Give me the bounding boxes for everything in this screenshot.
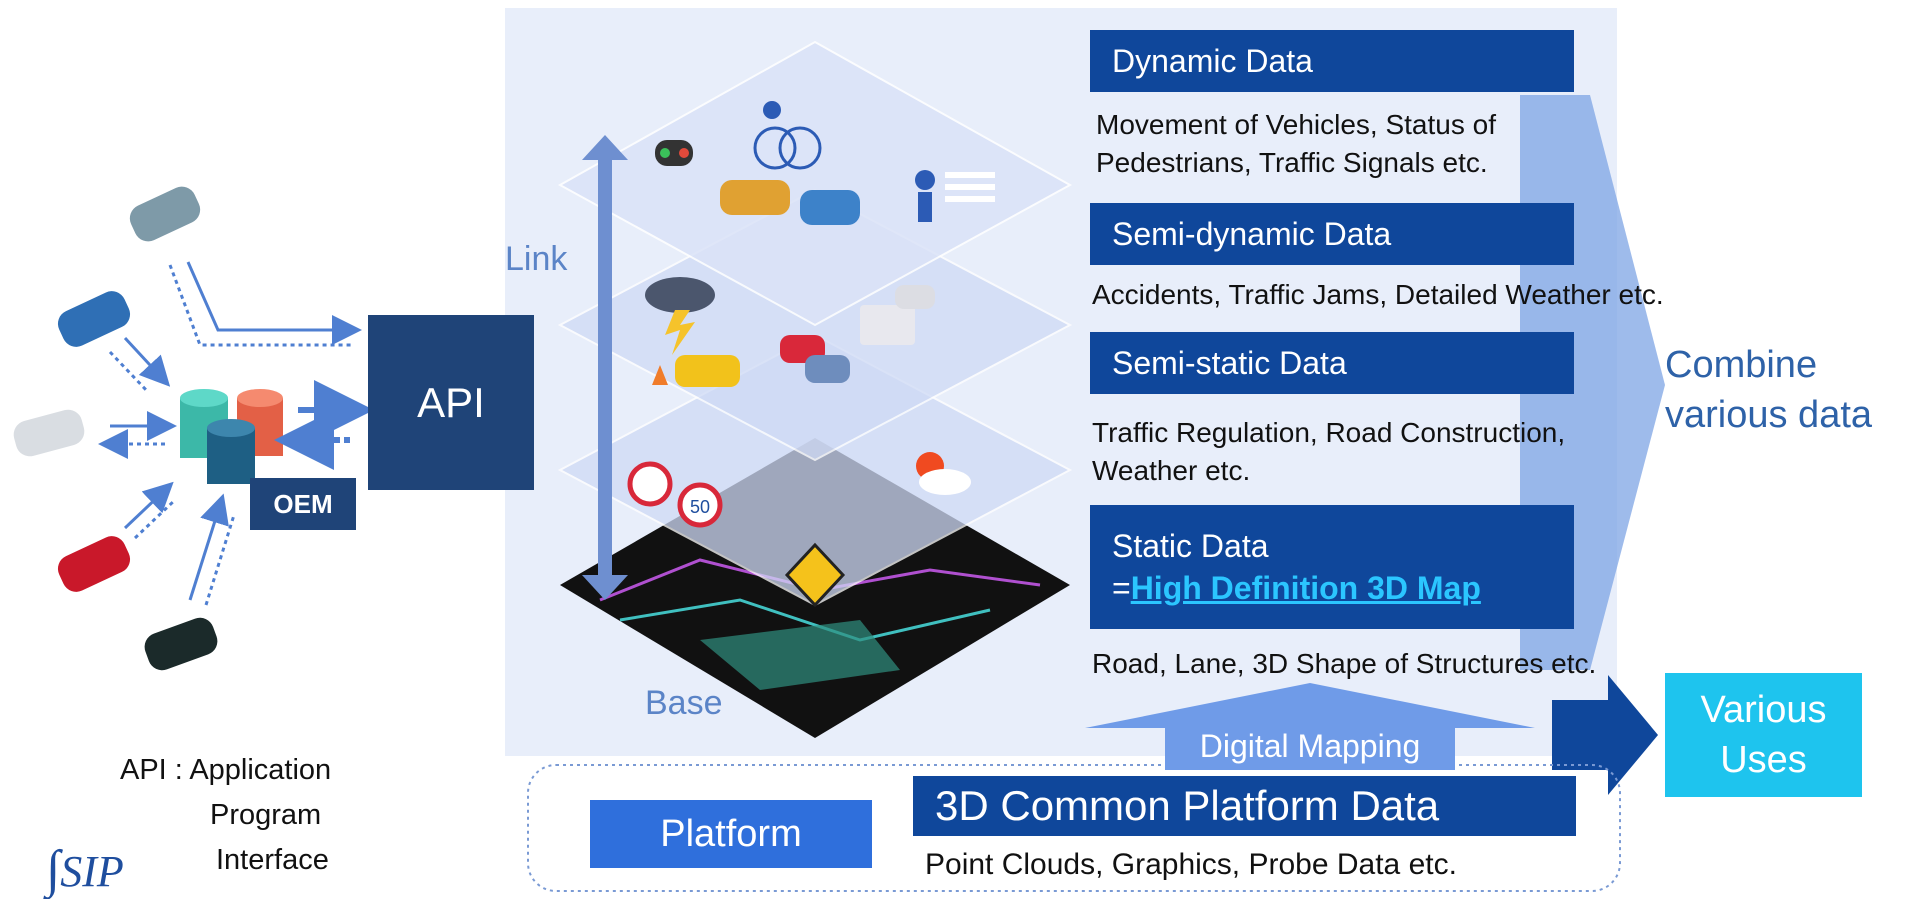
static-data-prefix: = — [1112, 570, 1131, 606]
dynamic-data-desc-line2: Pedestrians, Traffic Signals etc. — [1096, 147, 1488, 178]
various-uses-box: Various Uses — [1665, 673, 1862, 797]
oem-badge: OEM — [250, 478, 356, 530]
database-icon — [180, 389, 283, 484]
cloud-icon — [919, 469, 971, 495]
no-overtaking-sign-icon — [627, 461, 673, 507]
accident-car-icon — [675, 355, 740, 387]
vehicle-icons — [13, 186, 218, 671]
platform-label: Platform — [590, 800, 872, 868]
bicycle-icon — [753, 126, 797, 170]
api-box: API — [368, 315, 534, 490]
base-label: Base — [645, 684, 723, 722]
semi-dynamic-data-desc: Accidents, Traffic Jams, Detailed Weathe… — [1092, 279, 1664, 310]
combine-label: Combine various data — [1665, 340, 1872, 440]
link-arrow-up — [582, 135, 628, 160]
crosswalk-icon — [945, 172, 995, 202]
semi-static-data-desc-line2: Weather etc. — [1092, 455, 1251, 486]
dynamic-data-header: Dynamic Data — [1090, 30, 1574, 92]
combine-line2: various data — [1665, 394, 1873, 436]
static-data-title: Static Data — [1112, 528, 1269, 564]
dynamic-data-desc-line1: Movement of Vehicles, Status of — [1096, 109, 1496, 140]
dynamic-data-desc: Movement of Vehicles, Status of Pedestri… — [1096, 106, 1496, 182]
car-icon — [720, 180, 790, 215]
dynamic-layer — [557, 40, 1073, 327]
semi-static-data-header: Semi-static Data — [1090, 332, 1574, 394]
common-platform-desc: Point Clouds, Graphics, Probe Data etc. — [925, 848, 1457, 881]
combine-line1: Combine — [1665, 344, 1818, 386]
svg-text:50: 50 — [690, 497, 710, 517]
platform-frame — [527, 764, 1621, 892]
api-note-line3: Interface — [216, 844, 329, 876]
road-surface — [700, 620, 900, 690]
common-platform-header: 3D Common Platform Data — [913, 776, 1576, 836]
api-note: API : Application Program Interface — [120, 748, 331, 883]
speed-limit-sign-icon — [677, 482, 723, 528]
data-flow-arrows — [98, 261, 374, 606]
api-note-line1: API : Application — [120, 754, 332, 786]
construction-sign-icon — [784, 542, 846, 608]
various-uses-line1: Various — [1700, 689, 1827, 731]
car-icon-2 — [800, 190, 860, 225]
semi-static-data-desc: Traffic Regulation, Road Construction, W… — [1092, 414, 1565, 490]
static-data-subtitle: =High Definition 3D Map — [1112, 567, 1552, 609]
static-data-desc: Road, Lane, 3D Shape of Structures etc. — [1092, 648, 1597, 679]
cone-icon — [652, 365, 668, 385]
lane-line — [619, 598, 991, 642]
truck-icon — [860, 305, 915, 345]
various-uses-line2: Uses — [1720, 739, 1807, 781]
link-label: Link — [505, 240, 568, 278]
digital-mapping-label: Digital Mapping — [1165, 722, 1455, 770]
api-note-line2: Program — [210, 799, 322, 831]
storm-cloud-icon — [645, 277, 715, 313]
traffic-light-icon — [655, 140, 693, 166]
semi-static-data-desc-line1: Traffic Regulation, Road Construction, — [1092, 417, 1566, 448]
sip-logo-text: SIP — [60, 847, 124, 896]
sip-logo: ∫SIP — [46, 841, 124, 898]
static-data-header: Static Data =High Definition 3D Map — [1090, 505, 1574, 629]
pedestrian-icon — [915, 170, 935, 190]
hd-3d-map-link[interactable]: High Definition 3D Map — [1130, 570, 1481, 606]
semi-dynamic-data-header: Semi-dynamic Data — [1090, 203, 1574, 265]
link-arrow-down — [582, 575, 628, 600]
